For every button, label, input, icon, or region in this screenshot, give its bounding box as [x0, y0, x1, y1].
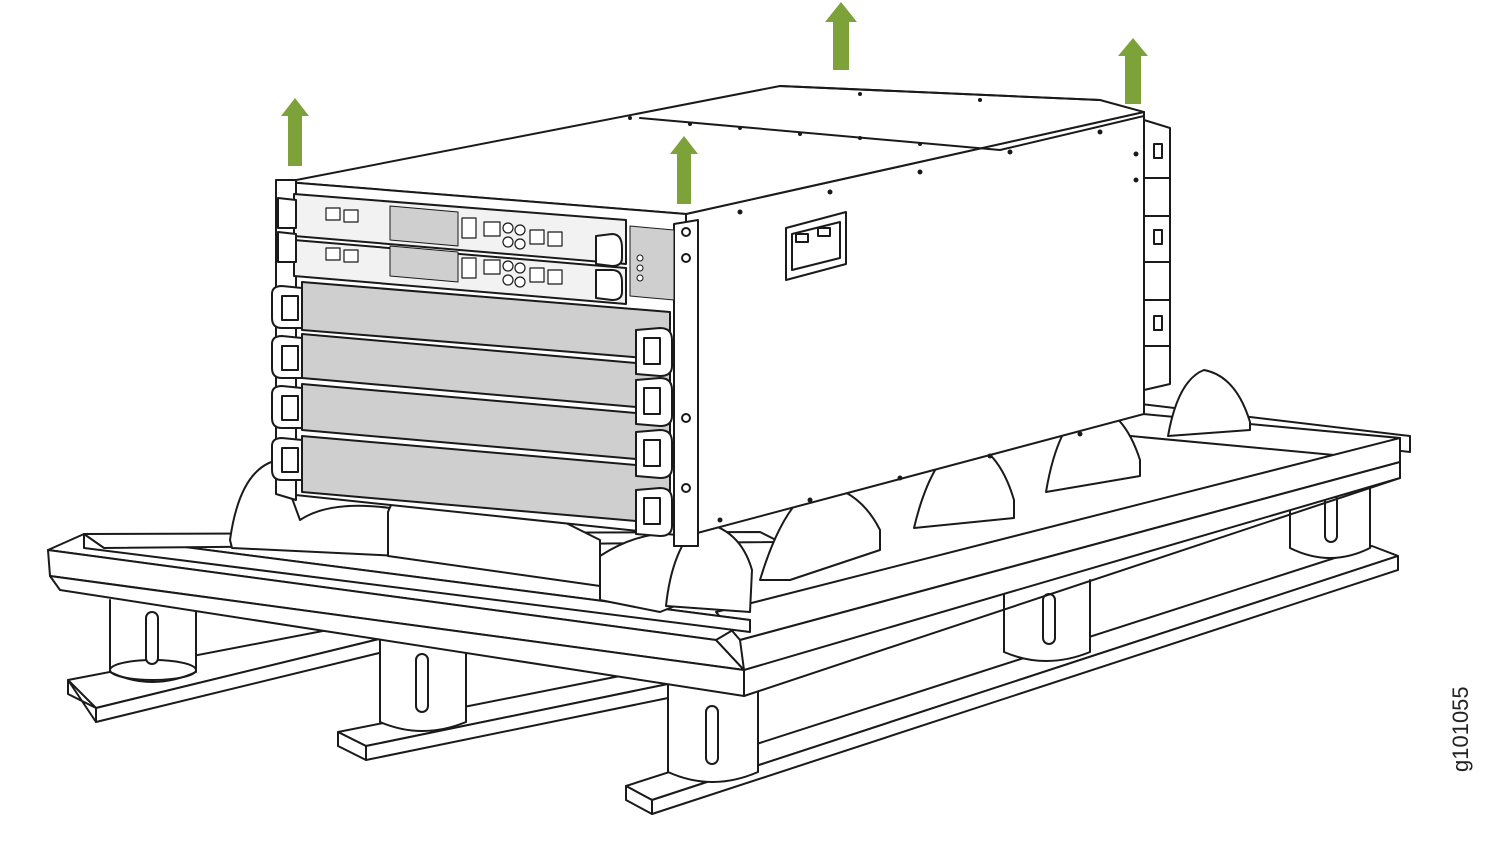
pallet-frame — [47, 397, 1411, 697]
up-arrow-icon — [1118, 38, 1148, 104]
up-arrow-icon — [281, 98, 309, 166]
figure-id-label: g101055 — [1448, 686, 1473, 772]
side-handle — [785, 211, 847, 281]
routing-engine-modules — [277, 193, 675, 305]
pallet-skids — [67, 545, 1399, 815]
chassis-side-panel — [685, 111, 1145, 537]
line-card-slots — [271, 281, 673, 537]
rear-fan-modules — [1143, 119, 1171, 391]
lift-arrows — [281, 2, 1148, 204]
pallet-blocks — [109, 479, 1371, 783]
up-arrow-icon — [670, 136, 698, 204]
up-arrow-icon — [825, 2, 857, 70]
chassis-top-panel — [285, 85, 1145, 215]
